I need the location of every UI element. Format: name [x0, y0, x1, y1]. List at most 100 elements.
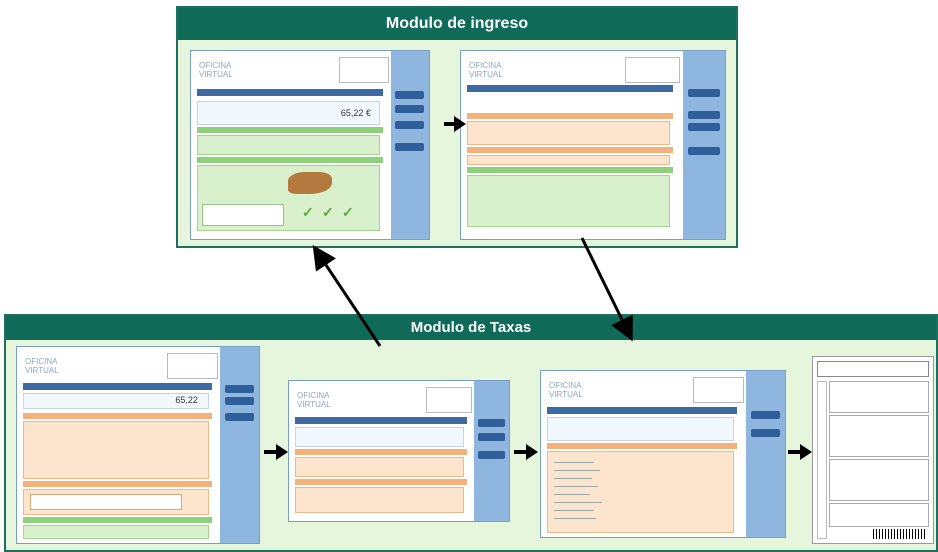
printed-form-document [812, 356, 934, 544]
bank-list-line [554, 478, 592, 479]
ingreso-band [467, 167, 673, 173]
modulo-ingreso-title: Modulo de ingreso [178, 8, 736, 40]
logo-box [692, 377, 744, 403]
sidebar [220, 347, 259, 543]
bank-list-line [554, 518, 596, 519]
ingreso-block [467, 175, 670, 227]
ingreso-block [197, 135, 380, 155]
doc-section [829, 415, 929, 457]
arrow-right [788, 444, 812, 460]
check-icon: ✓ [322, 204, 334, 220]
doc-header-block [817, 361, 929, 377]
arrow-right [264, 444, 288, 460]
sidebar-button-4[interactable] [395, 143, 425, 151]
suxeito-pasivo-band [295, 449, 467, 455]
bank-list-line [554, 470, 600, 471]
ingreso-band [197, 127, 383, 133]
codigos-band [23, 413, 212, 419]
obxecto-block [23, 489, 209, 515]
print-options-block [547, 417, 735, 441]
summary-block [295, 427, 465, 447]
sidebar-button-1[interactable] [395, 91, 425, 99]
codigos-block [23, 421, 209, 479]
explicacion-block [547, 451, 735, 533]
bank-list-line [554, 502, 602, 503]
bank-list-line [554, 486, 598, 487]
titular-cuenta-block [467, 121, 670, 145]
observaciones-field[interactable] [202, 204, 284, 226]
sidebar [390, 51, 429, 239]
sidebar-button-2[interactable] [395, 105, 425, 113]
bank-list-line [554, 462, 594, 463]
bank-list-line [554, 494, 590, 495]
logo-box [338, 57, 389, 83]
titular-cuenta-band [467, 113, 673, 119]
sidebar-button-3[interactable] [687, 123, 720, 131]
suxeito-pasivo-block [295, 457, 465, 477]
representante-band [295, 479, 467, 485]
sujeto-pasivo-band [467, 147, 673, 153]
datos-pago-block [23, 525, 209, 539]
summary-block: 65,22 € [197, 101, 380, 125]
sidebar-button-1[interactable] [224, 385, 255, 393]
sidebar-button-2[interactable] [224, 397, 255, 405]
doc-side-strip [817, 381, 827, 539]
sidebar-button-1[interactable] [478, 419, 505, 427]
sidebar-button-2[interactable] [478, 433, 505, 441]
screen-heading-bar [197, 89, 383, 96]
barcode [873, 529, 925, 539]
screen-heading-bar [23, 383, 212, 390]
sidebar [682, 51, 725, 239]
sidebar-button-3[interactable] [478, 451, 505, 459]
sidebar-button-1[interactable] [750, 411, 781, 419]
tipo-ingreso-band [197, 157, 383, 163]
sujeto-pasivo-block [467, 155, 670, 165]
sidebar-button-2[interactable] [750, 429, 781, 437]
sidebar [745, 371, 785, 537]
amount-value: 65,22 € [340, 108, 371, 118]
arrow-right [444, 116, 466, 132]
logo-box [167, 353, 218, 379]
bank-list-line [554, 510, 594, 511]
logo-box [625, 57, 681, 83]
screen-heading-bar [467, 85, 673, 92]
check-icon: ✓ [342, 204, 354, 220]
datos-pago-band [23, 517, 212, 523]
doc-section [829, 381, 929, 413]
arrow-ingreso-to-taxas [580, 237, 633, 342]
sidebar-button-3[interactable] [224, 413, 255, 421]
logo-box [425, 387, 472, 413]
obxecto-band [23, 481, 212, 487]
screen-heading-bar [295, 417, 467, 424]
map-image [288, 172, 332, 194]
modulo-taxas-title: Modulo de Taxas [6, 316, 936, 340]
amount-value: 65,22 [175, 395, 198, 405]
summary-block: 65,22 [23, 393, 209, 409]
sidebar-button-1[interactable] [687, 89, 720, 97]
screen-heading-bar [547, 407, 738, 414]
explicacion-band [547, 443, 738, 449]
arrow-right [514, 444, 538, 460]
obxecto-field[interactable] [30, 494, 182, 510]
sidebar-button-4[interactable] [687, 147, 720, 155]
doc-section [829, 459, 929, 501]
tipo-ingreso-block: ✓ ✓ ✓ [197, 165, 380, 231]
sidebar-button-2[interactable] [687, 111, 720, 119]
sidebar-button-3[interactable] [395, 121, 425, 129]
arrow-taxas-to-ingreso [312, 245, 382, 347]
representante-block [295, 487, 465, 513]
doc-section [829, 503, 929, 527]
